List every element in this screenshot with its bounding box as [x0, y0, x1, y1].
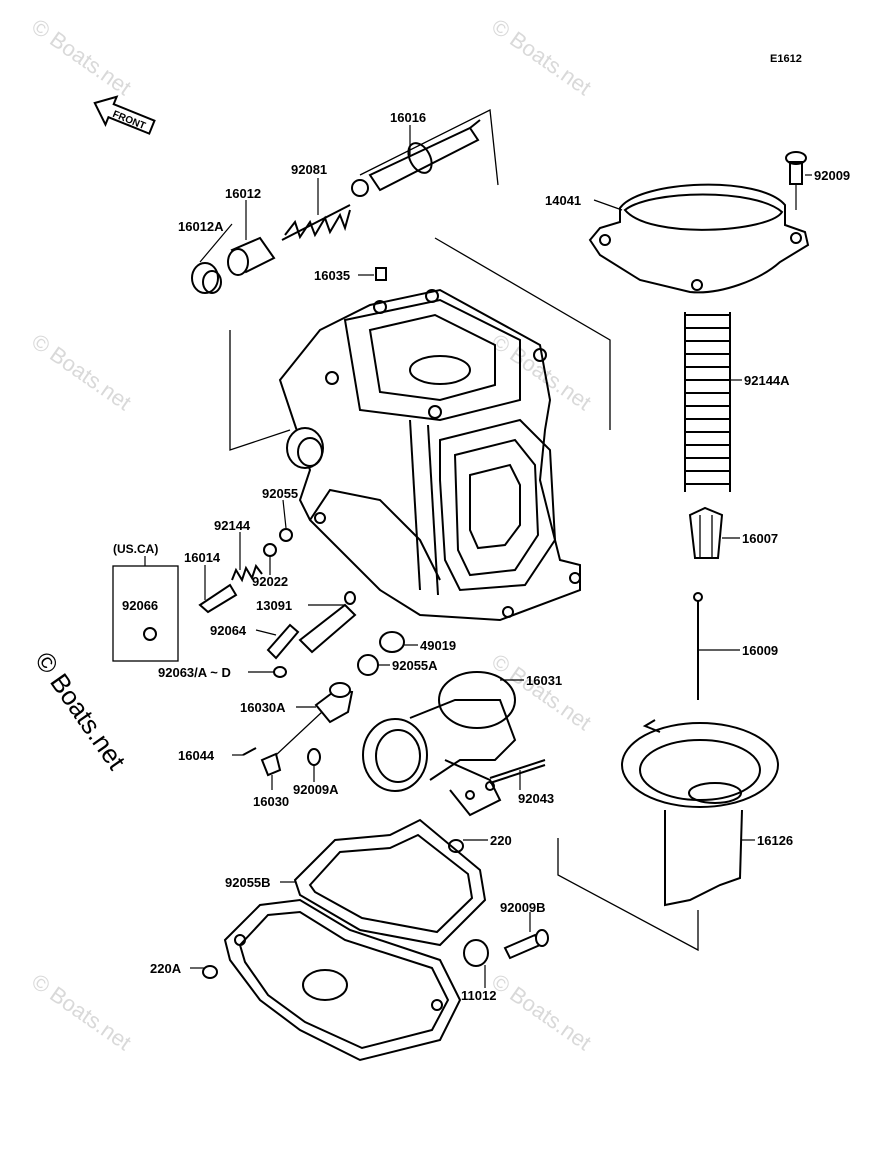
- label-16030A[interactable]: 16030A: [240, 700, 286, 715]
- leader-lines: [190, 125, 812, 988]
- watermark-4: © Boats.net: [487, 329, 596, 416]
- watermark-3: © Boats.net: [27, 329, 136, 416]
- part-16126-piston: [621, 719, 779, 907]
- label-16009[interactable]: 16009: [742, 643, 778, 658]
- label-16031[interactable]: 16031: [526, 673, 562, 688]
- label-16044[interactable]: 16044: [178, 748, 215, 763]
- part-92063-plug: [273, 666, 287, 678]
- label-220[interactable]: 220: [490, 833, 512, 848]
- label-13091[interactable]: 13091: [256, 598, 292, 613]
- part-92009B-screw: [503, 929, 549, 960]
- watermark-7: © Boats.net: [487, 969, 596, 1056]
- label-92009A[interactable]: 92009A: [293, 782, 339, 797]
- watermark-6: © Boats.net: [27, 969, 136, 1056]
- part-92064-jet: [266, 623, 300, 660]
- label-92063[interactable]: 92063/A ~ D: [158, 665, 231, 680]
- diagram-code: E1612: [770, 53, 802, 65]
- part-92055A-oring: [357, 654, 379, 676]
- label-16035[interactable]: 16035: [314, 268, 350, 283]
- label-92055B[interactable]: 92055B: [225, 875, 271, 890]
- sidebox-header: (US.CA): [113, 542, 158, 556]
- part-220-screw: [448, 839, 464, 853]
- part-16016-shaft: [351, 119, 481, 197]
- label-16126[interactable]: 16126: [757, 833, 793, 848]
- watermark-5: © Boats.net: [487, 649, 596, 736]
- part-92144A-spring: [684, 312, 731, 492]
- part-92081-spring: [281, 204, 351, 241]
- label-16007[interactable]: 16007: [742, 531, 778, 546]
- label-16016[interactable]: 16016: [390, 110, 426, 125]
- part-labels: 16016 92081 16012 16012A 16035 14041 920…: [122, 110, 850, 1003]
- part-92009A-screw: [307, 748, 321, 766]
- part-16009-needle: [693, 592, 703, 700]
- label-14041[interactable]: 14041: [545, 193, 581, 208]
- watermark-1: © Boats.net: [27, 14, 136, 101]
- label-16012[interactable]: 16012: [225, 186, 261, 201]
- carburetor-body: [278, 288, 581, 622]
- part-49019-cap: [379, 631, 405, 653]
- label-92066[interactable]: 92066: [122, 598, 158, 613]
- label-92144A[interactable]: 92144A: [744, 373, 790, 388]
- part-220A-screw: [202, 965, 218, 979]
- label-11012[interactable]: 11012: [461, 988, 496, 1003]
- label-92022[interactable]: 92022: [252, 574, 288, 589]
- label-92144[interactable]: 92144: [214, 518, 251, 533]
- label-92043[interactable]: 92043: [518, 791, 554, 806]
- part-16031-pump: [362, 671, 517, 817]
- watermark-side: © Boats.net: [29, 646, 132, 775]
- float-bowl: [223, 898, 462, 1062]
- label-16030[interactable]: 16030: [253, 794, 289, 809]
- part-92055B-gasket: [293, 818, 487, 947]
- part-92022-washer: [263, 543, 277, 557]
- part-16012-nut: [227, 236, 276, 276]
- part-16030-valve: [260, 752, 282, 777]
- label-92064[interactable]: 92064: [210, 623, 247, 638]
- label-49019[interactable]: 49019: [420, 638, 456, 653]
- part-14041-top-cover: [588, 183, 810, 294]
- label-16012A[interactable]: 16012A: [178, 219, 224, 234]
- label-92009B[interactable]: 92009B: [500, 900, 546, 915]
- label-220A[interactable]: 220A: [150, 961, 182, 976]
- part-16035-plug: [375, 267, 387, 281]
- front-arrow-label: FRONT: [111, 109, 147, 132]
- part-16012A-cap: [191, 262, 222, 294]
- guide-lines: [229, 108, 699, 952]
- part-16007-holder: [688, 506, 724, 559]
- part-92009-screw: [785, 151, 807, 210]
- part-11012-cap: [463, 939, 489, 967]
- part-92055-oring: [279, 528, 293, 542]
- label-92009[interactable]: 92009: [814, 168, 850, 183]
- part-16044-clip: [242, 747, 257, 756]
- part-16030A-body: [314, 682, 354, 724]
- part-16014-screw: [198, 583, 238, 614]
- part-92043-pin: [489, 759, 546, 784]
- us-ca-sidebox: (US.CA): [112, 542, 179, 662]
- label-92081[interactable]: 92081: [291, 162, 327, 177]
- watermark-2: © Boats.net: [487, 14, 596, 101]
- label-92055[interactable]: 92055: [262, 486, 298, 501]
- label-92055A[interactable]: 92055A: [392, 658, 438, 673]
- label-16014[interactable]: 16014: [184, 550, 221, 565]
- part-92144-spring: [231, 563, 263, 583]
- part-13091-jet: [298, 591, 357, 654]
